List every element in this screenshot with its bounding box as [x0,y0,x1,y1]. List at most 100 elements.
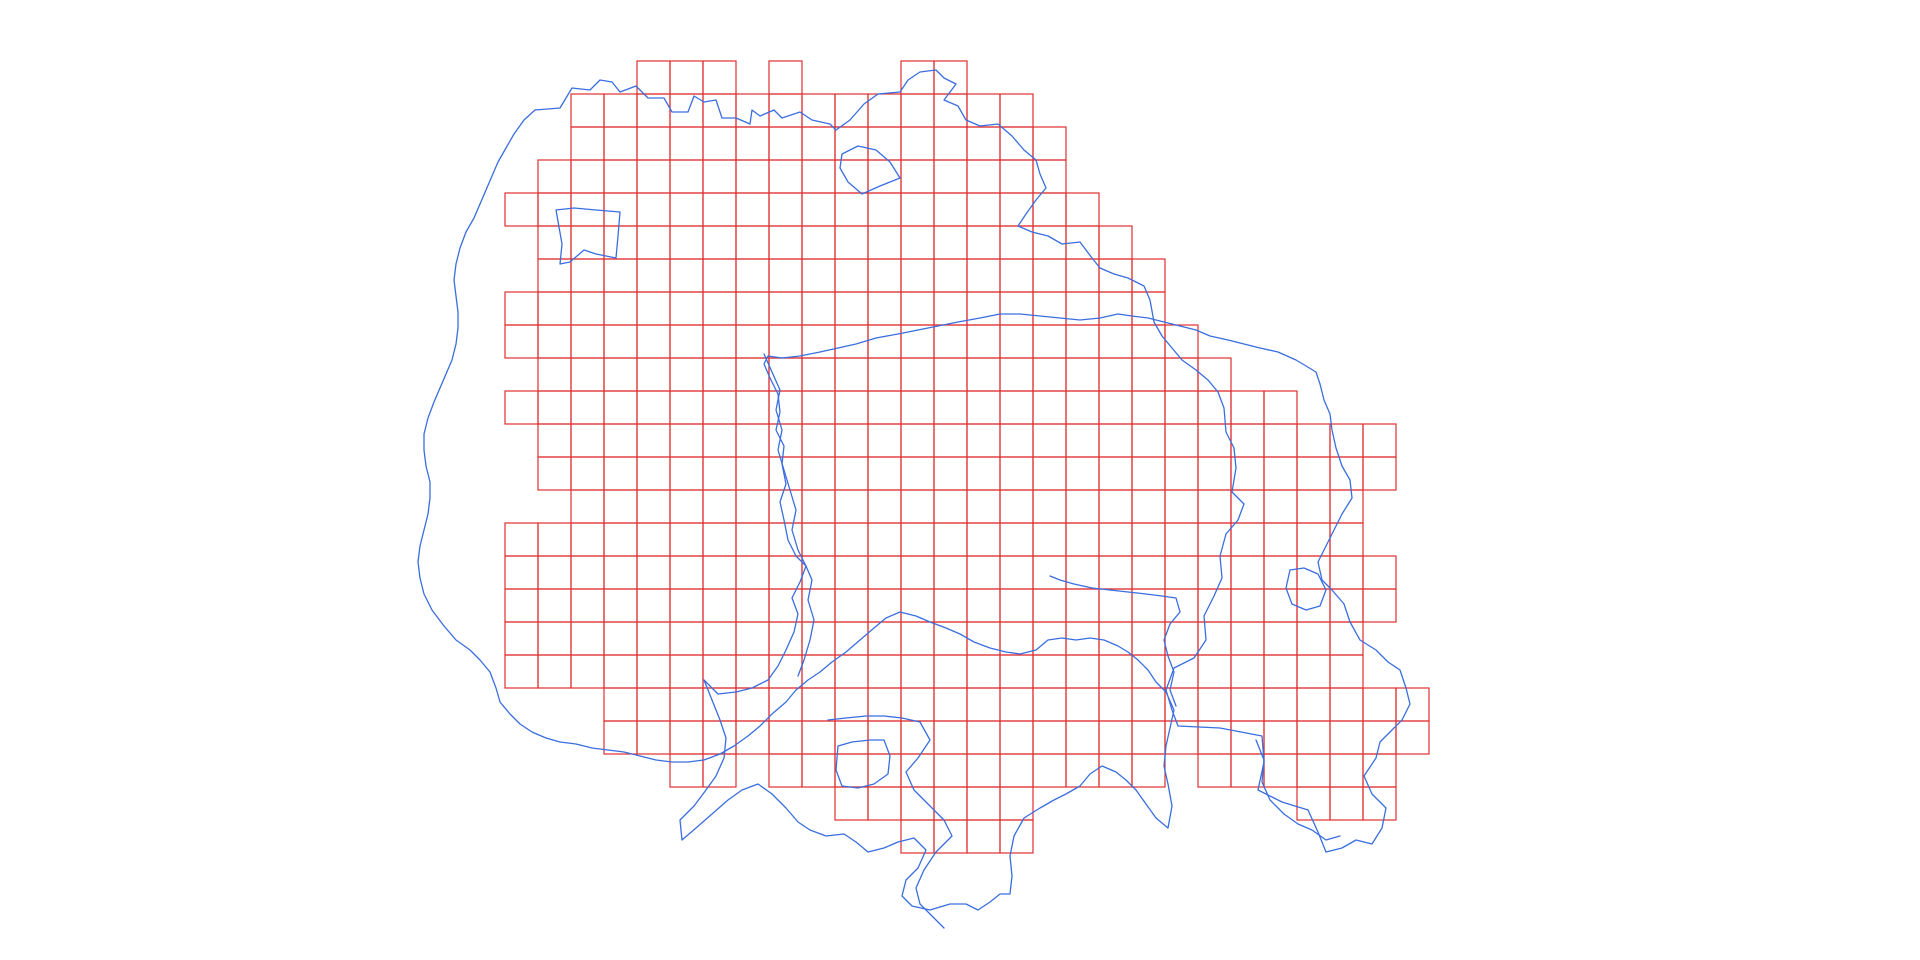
grid-cell[interactable] [636,720,671,755]
grid-cell[interactable] [801,126,836,161]
grid-cell[interactable] [834,555,869,590]
grid-cell[interactable] [1032,555,1067,590]
grid-cell[interactable] [801,258,836,293]
grid-cell[interactable] [1362,786,1397,821]
grid-cell[interactable] [1362,588,1397,623]
grid-cell[interactable] [636,258,671,293]
grid-cell[interactable] [636,225,671,260]
grid-cell[interactable] [1065,489,1100,524]
grid-cell[interactable] [1065,654,1100,689]
grid-cell[interactable] [900,291,935,326]
grid-cell[interactable] [735,456,770,491]
grid-cell[interactable] [1098,555,1133,590]
grid-cell[interactable] [867,423,902,458]
grid-cell[interactable] [735,390,770,425]
grid-cell[interactable] [933,456,968,491]
grid-cell[interactable] [768,753,803,788]
grid-cell[interactable] [1230,390,1265,425]
grid-cell[interactable] [999,522,1034,557]
grid-cell[interactable] [867,522,902,557]
grid-cell[interactable] [1329,753,1364,788]
grid-cell[interactable] [702,489,737,524]
grid-cell[interactable] [1098,324,1133,359]
grid-cell[interactable] [867,753,902,788]
grid-cell[interactable] [1098,588,1133,623]
grid-cell[interactable] [900,93,935,128]
grid-cell[interactable] [834,720,869,755]
grid-cell[interactable] [1032,225,1067,260]
grid-cell[interactable] [1230,654,1265,689]
grid-cell[interactable] [834,291,869,326]
grid-cell[interactable] [636,621,671,656]
grid-cell[interactable] [966,588,1001,623]
grid-cell[interactable] [1065,687,1100,722]
grid-cell[interactable] [702,60,737,95]
grid-cell[interactable] [636,522,671,557]
grid-cell[interactable] [1131,522,1166,557]
grid-cell[interactable] [1098,489,1133,524]
grid-cell[interactable] [834,93,869,128]
grid-cell[interactable] [900,621,935,656]
grid-cell[interactable] [999,456,1034,491]
grid-cell[interactable] [801,654,836,689]
grid-cell[interactable] [801,423,836,458]
grid-cell[interactable] [636,324,671,359]
grid-cell[interactable] [504,291,539,326]
grid-cell[interactable] [1032,687,1067,722]
grid-cell[interactable] [1230,522,1265,557]
grid-cell[interactable] [1164,522,1199,557]
grid-cell[interactable] [735,621,770,656]
grid-cell[interactable] [1032,588,1067,623]
grid-cell[interactable] [900,819,935,854]
grid-cell[interactable] [1032,423,1067,458]
grid-cell[interactable] [537,423,572,458]
grid-cell[interactable] [999,357,1034,392]
grid-cell[interactable] [867,489,902,524]
grid-cell[interactable] [504,555,539,590]
grid-cell[interactable] [1098,522,1133,557]
grid-cell[interactable] [504,390,539,425]
grid-cell[interactable] [933,753,968,788]
grid-cell[interactable] [669,753,704,788]
grid-cell[interactable] [537,621,572,656]
grid-cell[interactable] [834,225,869,260]
grid-cell[interactable] [1197,357,1232,392]
grid-cell[interactable] [603,126,638,161]
grid-cell[interactable] [603,687,638,722]
grid-cell[interactable] [1296,456,1331,491]
grid-cell[interactable] [1164,357,1199,392]
grid-cell[interactable] [1131,357,1166,392]
grid-cell[interactable] [867,159,902,194]
grid-cell[interactable] [1296,522,1331,557]
grid-cell[interactable] [834,423,869,458]
grid-cell[interactable] [570,522,605,557]
grid-cell[interactable] [504,192,539,227]
grid-cell[interactable] [735,258,770,293]
grid-cell[interactable] [702,159,737,194]
grid-cell[interactable] [1230,588,1265,623]
grid-cell[interactable] [1329,555,1364,590]
grid-cell[interactable] [669,588,704,623]
grid-cell[interactable] [933,522,968,557]
grid-cell[interactable] [933,126,968,161]
grid-cell[interactable] [999,126,1034,161]
grid-cell[interactable] [801,720,836,755]
grid-cell[interactable] [900,786,935,821]
grid-cell[interactable] [1065,258,1100,293]
grid-cell[interactable] [1032,126,1067,161]
grid-cell[interactable] [636,291,671,326]
grid-cell[interactable] [603,390,638,425]
grid-cell[interactable] [1131,489,1166,524]
grid-cell[interactable] [603,423,638,458]
grid-cell[interactable] [768,555,803,590]
grid-cell[interactable] [537,159,572,194]
grid-cell[interactable] [570,159,605,194]
grid-cell[interactable] [702,423,737,458]
grid-cell[interactable] [933,555,968,590]
grid-cell[interactable] [900,159,935,194]
grid-cell[interactable] [669,654,704,689]
grid-cell[interactable] [1131,423,1166,458]
grid-cell[interactable] [834,456,869,491]
grid-cell[interactable] [1329,720,1364,755]
